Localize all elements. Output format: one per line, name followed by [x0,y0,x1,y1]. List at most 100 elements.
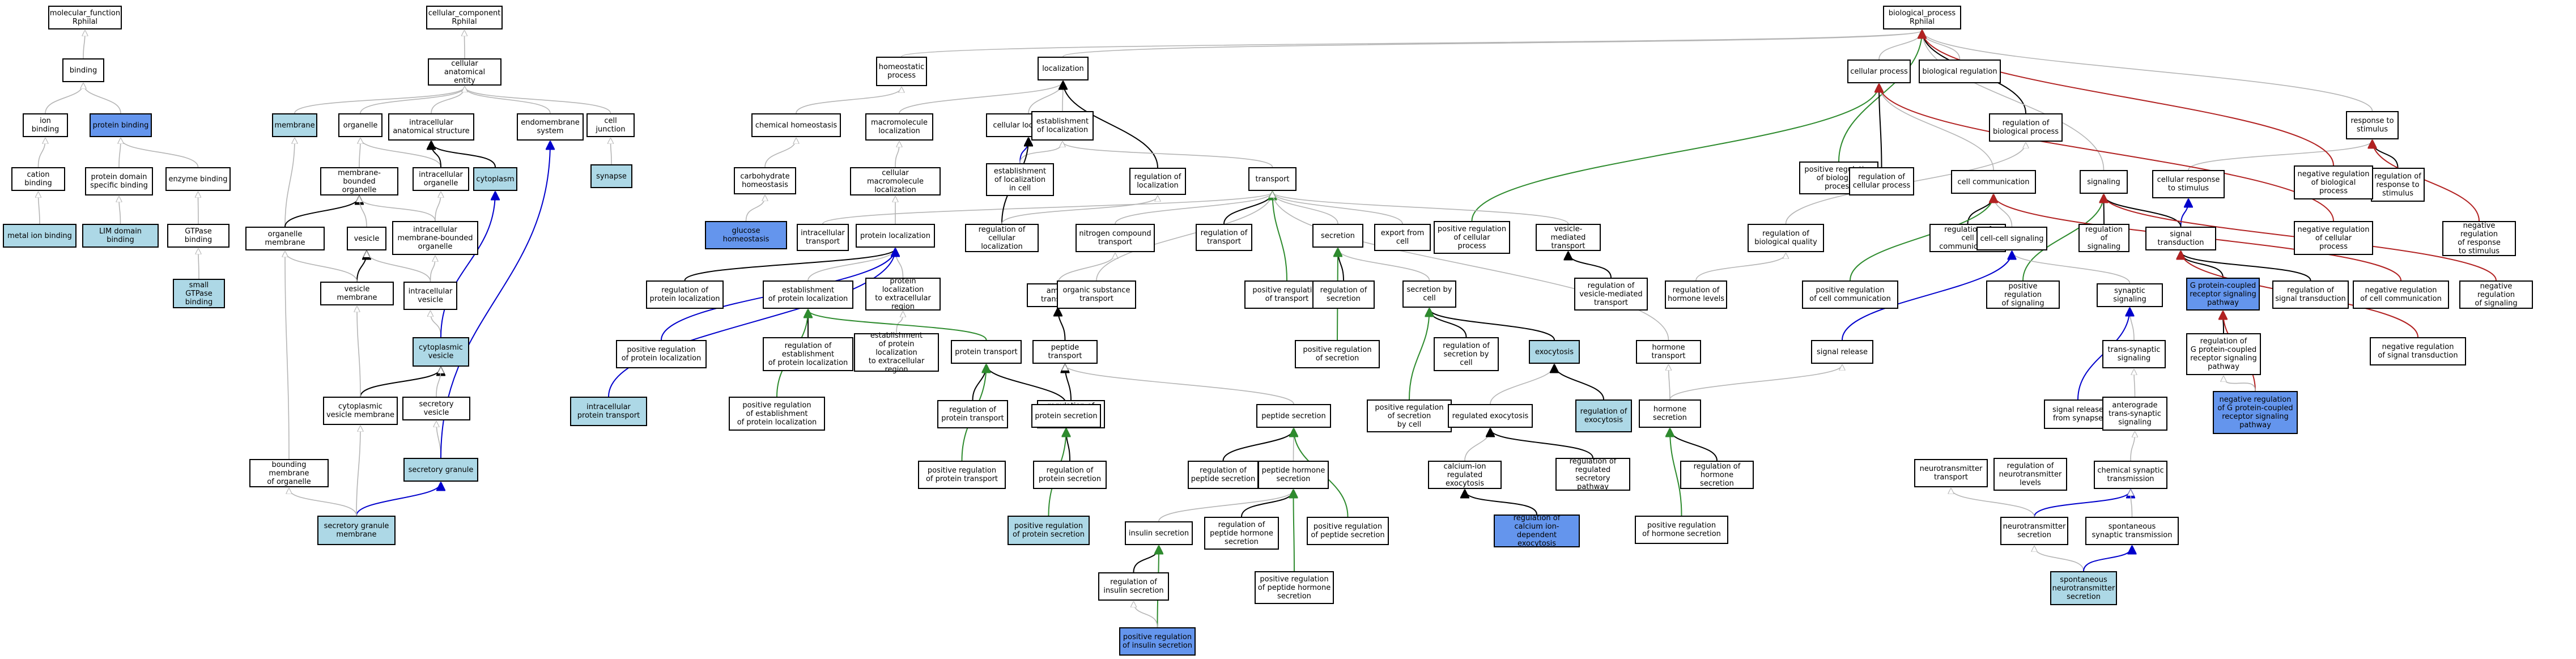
go-term-vesicle[interactable]: vesicle [347,227,386,250]
go-term-secretory-granule[interactable]: secretory granule [403,458,478,482]
go-term-pr-prot-sec[interactable]: positive regulation of protein secretion [1008,516,1090,545]
go-term-cellular-process[interactable]: cellular process [1847,59,1911,83]
go-term-bio-reg[interactable]: biological regulation [1919,59,2001,83]
go-term-sgm[interactable]: secretory granule membrane [317,516,396,545]
go-term-pr-est-prot[interactable]: positive regulation of establishment of … [729,397,825,431]
go-term-small-gtpase[interactable]: small GTPase binding [173,279,225,308]
go-term-reg-pep-sec[interactable]: regulation of peptide secretion [1188,461,1259,489]
go-term-est-prot-loc[interactable]: establishment of protein localization [763,280,853,309]
go-term-hormone-sec[interactable]: hormone secretion [1639,399,1701,428]
go-term-reg-est-prot[interactable]: regulation of establishment of protein l… [763,337,853,371]
go-term-endomembrane[interactable]: endomembrane system [517,113,584,141]
go-term-bmo[interactable]: bounding membrane of organelle [249,459,329,487]
go-term-reg-pep-hormone[interactable]: regulation of peptide hormone secretion [1204,517,1279,550]
go-term-reg-nt-levels[interactable]: regulation of neurotransmitter levels [1993,458,2067,491]
go-term-sec-by-cell[interactable]: secretion by cell [1402,280,1456,308]
go-term-glucose-homeo[interactable]: glucose homeostasis [705,221,787,249]
go-term-reg-bio-quality[interactable]: regulation of biological quality [1748,224,1824,252]
go-term-cell-junction[interactable]: cell junction [586,113,635,137]
go-term-pr-insulin[interactable]: positive regulation of insulin secretion [1119,627,1196,656]
go-term-gtpase-binding[interactable]: GTPase binding [167,224,229,248]
go-term-insulin-sec[interactable]: insulin secretion [1125,521,1193,545]
go-term-nr-bp[interactable]: negative regulation of biological proces… [2294,165,2373,199]
go-term-intra-transport[interactable]: intracellular transport [797,224,849,251]
go-term-reg-reg-sec[interactable]: regulation of regulated secretory pathwa… [1555,457,1630,491]
go-term-reg-calcium-exo[interactable]: regulation of calcium ion-dependent exoc… [1494,514,1580,548]
go-term-vmt[interactable]: vesicle-mediated transport [1536,224,1601,251]
go-term-reg-prot-transport[interactable]: regulation of protein transport [937,400,1008,428]
go-term-signal-release[interactable]: signal release [1811,340,1873,364]
go-term-synapse[interactable]: synapse [590,164,632,188]
go-term-organelle[interactable]: organelle [338,113,382,137]
go-term-binding[interactable]: binding [62,58,104,82]
go-term-secretory-vesicle[interactable]: secretory vesicle [402,397,470,420]
go-term-spont-nt[interactable]: spontaneous neurotransmitter secretion [2050,571,2117,605]
go-term-bp[interactable]: biological_process Rphilal [1883,6,1961,29]
go-term-gpcr[interactable]: G protein-coupled receptor signaling pat… [2186,278,2260,311]
go-term-secretion[interactable]: secretion [1312,224,1363,248]
go-term-prot-secretion[interactable]: protein secretion [1031,404,1101,428]
go-term-reg-insulin[interactable]: regulation of insulin secretion [1098,572,1169,601]
go-term-prot-transport[interactable]: protein transport [951,340,1022,364]
go-term-ias[interactable]: intracellular anatomical structure [388,113,474,141]
go-term-pr-cell-comm[interactable]: positive regulation of cell communicatio… [1802,280,1898,309]
go-term-reg-secretion[interactable]: regulation of secretion [1312,280,1375,309]
go-term-organic[interactable]: organic substance transport [1057,280,1136,309]
go-term-cell-cell-sig[interactable]: cell-cell signaling [1976,227,2047,250]
go-term-reg-vmt[interactable]: regulation of vesicle-mediated transport [1574,278,1648,311]
go-term-reg-exo[interactable]: regulated exocytosis [1448,404,1533,428]
go-term-signaling[interactable]: signaling [2080,170,2128,194]
go-term-reg-hormone-sec[interactable]: regulation of hormone secretion [1680,461,1754,489]
go-term-intra-prot-transport[interactable]: intracellular protein transport [570,397,647,426]
go-term-reg-loc[interactable]: regulation of localization [1129,168,1186,195]
go-term-chem-homeo[interactable]: chemical homeostasis [751,113,841,137]
go-term-calcium-exo[interactable]: calcium-ion regulated exocytosis [1428,461,1502,489]
go-term-homeostatic[interactable]: homeostatic process [876,57,927,86]
go-term-lim[interactable]: LIM domain binding [82,224,159,248]
go-term-peptide-secretion[interactable]: peptide secretion [1256,404,1331,428]
go-term-cae[interactable]: cellular anatomical entity [428,58,501,86]
go-term-nr-cp[interactable]: negative regulation of cellular process [2294,221,2373,255]
go-term-mf[interactable]: molecular_function Rphilal [48,6,122,29]
go-term-pr-sec-cell[interactable]: positive regulation of secretion by cell [1367,399,1452,432]
go-term-reg-prot-sec[interactable]: regulation of protein secretion [1033,461,1107,489]
go-term-intracellular-vesicle[interactable]: intracellular vesicle [403,282,457,310]
go-term-membrane[interactable]: membrane [272,113,317,137]
go-term-nr-sig-trans[interactable]: negative regulation of signal transducti… [2370,337,2466,365]
go-term-reg-prot-loc[interactable]: regulation of protein localization [646,280,724,309]
go-term-carb-homeo[interactable]: carbohydrate homeostasis [734,167,796,194]
go-term-antero[interactable]: anterograde trans-synaptic signaling [2102,397,2167,431]
go-term-intracellular-organelle[interactable]: intracellular organelle [413,167,469,191]
go-term-pr-sig[interactable]: positive regulation of signaling [1986,280,2060,309]
go-term-pr-secretion[interactable]: positive regulation of secretion [1295,340,1380,368]
go-term-pr-hormone-sec[interactable]: positive regulation of hormone secretion [1635,516,1728,544]
go-term-cation-binding[interactable]: cation binding [11,167,65,191]
go-term-prot-loc[interactable]: protein localization [856,224,935,248]
go-term-nr-cell-comm[interactable]: negative regulation of cell communicatio… [2353,280,2449,309]
go-term-est-loc-cell[interactable]: establishment of localization in cell [986,163,1054,196]
go-term-protein-binding[interactable]: protein binding [90,113,152,137]
go-term-nt-transport[interactable]: neurotransmitter transport [1914,459,1988,487]
go-term-sig-trans[interactable]: signal transduction [2145,227,2216,250]
go-term-cc[interactable]: cellular_component Rphilal [426,6,503,29]
go-term-nt-sec[interactable]: neurotransmitter secretion [2000,517,2068,545]
go-term-nr-gpcr[interactable]: negative regulation of G protein-coupled… [2213,391,2298,434]
go-term-est-extra[interactable]: establishment of protein localization to… [854,331,939,374]
go-term-reg-transport[interactable]: regulation of transport [1196,224,1252,251]
go-term-chem-syn[interactable]: chemical synaptic transmission [2094,461,2167,489]
go-term-cytoplasm[interactable]: cytoplasm [473,167,517,191]
go-term-reg-cell-loc[interactable]: regulation of cellular localization [965,224,1039,252]
go-term-reg-sec-cell[interactable]: regulation of secretion by cell [1434,337,1499,371]
go-term-pep-hormone-sec[interactable]: peptide hormone secretion [1258,461,1329,489]
go-term-localization[interactable]: localization [1038,57,1089,80]
go-term-cvm[interactable]: cytoplasmic vesicle membrane [323,397,398,425]
go-term-org-membrane[interactable]: organelle membrane [245,227,325,250]
go-term-mbo[interactable]: membrane-bounded organelle [320,167,398,195]
go-term-response-stim[interactable]: response to stimulus [2346,111,2399,139]
go-term-spont-syn[interactable]: spontaneous synaptic transmission [2085,517,2179,545]
go-term-reg-resp[interactable]: regulation of response to stimulus [2371,168,2425,202]
go-term-reg-cp[interactable]: regulation of cellular process [1849,167,1914,195]
go-term-transport[interactable]: transport [1248,167,1296,191]
go-term-vesicle-membrane[interactable]: vesicle membrane [320,282,394,305]
go-term-pr-prot-loc[interactable]: positive regulation of protein localizat… [616,340,707,368]
